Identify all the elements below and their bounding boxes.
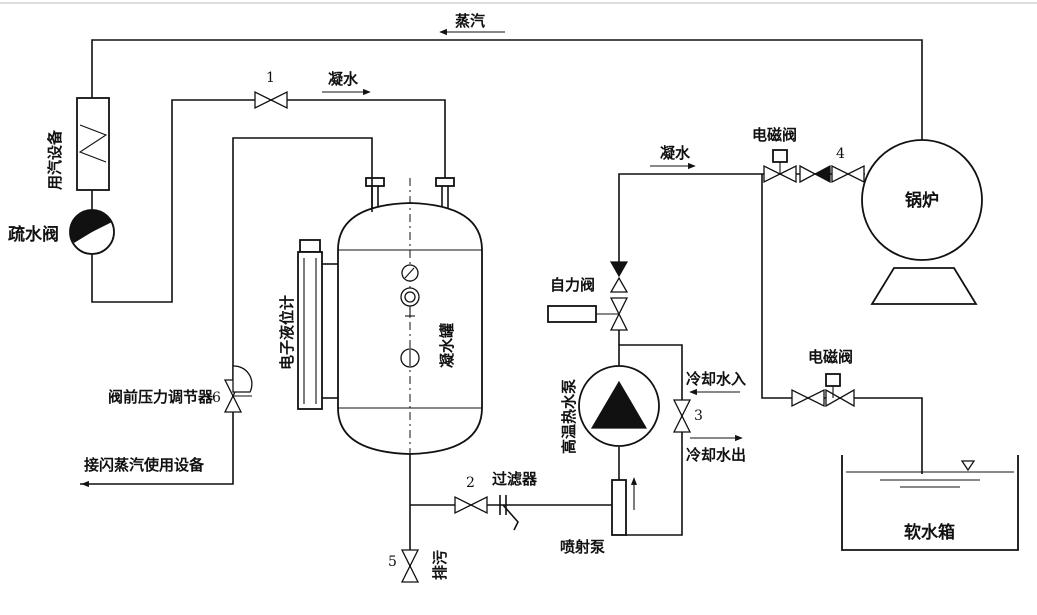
valve-2 [454,495,473,515]
steam-equipment: 用汽设备 [46,97,110,191]
boiler-feed-line: 电磁阀 4 [752,126,865,184]
jet-pump: 喷射泵 [560,477,638,556]
drain-valve: 疏水阀 [8,209,115,255]
hot-water-pump-label: 高温热水泵 [560,379,578,454]
solenoid-valve-bottom-label: 电磁阀 [808,348,853,366]
soft-water-line: 电磁阀 [761,174,923,474]
level-gauge-cap [299,239,321,253]
filter-label: 过滤器 [492,470,538,488]
cooling-out-label: 冷却水出 [686,446,746,464]
steam-line: 蒸汽 [91,12,923,145]
valve-4 [831,164,850,184]
flash-steam-label: 接闪蒸汽使用设备 [84,456,205,474]
boiler: 锅炉 [861,139,983,305]
valve-1-number: 1 [266,70,275,86]
self-operated-valve-actuator [547,305,597,323]
condensate-tank: 凝水罐 [337,177,483,480]
heat-exchanger-coil [78,124,108,163]
self-operated-valve-label: 自力阀 [550,276,595,294]
valve-3-number: 3 [694,408,703,424]
steam-equipment-label: 用汽设备 [46,129,64,190]
cooling-loop: 3 冷却水入 冷却水出 [618,344,746,536]
valve-6-number: 6 [212,390,221,406]
pump-suction-line: 2 过滤器 [410,470,612,531]
level-gauge: 电子液位计 [278,239,338,410]
condensate-top-label: 凝水 [328,70,359,88]
valve-2-number: 2 [466,475,475,491]
pump-triangle [590,380,648,429]
level-gauge-label: 电子液位计 [278,295,296,370]
pump-discharge-line: 自力阀 凝水 [547,144,762,345]
boiler-stand [870,267,978,305]
valve-4-number: 4 [836,146,845,162]
boiler-label: 锅炉 [905,190,939,211]
self-operated-valve [609,297,629,316]
hot-water-pump: 高温热水泵 [560,365,660,480]
condensate-tank-label: 凝水罐 [438,323,456,368]
soft-water-tank: 软水箱 [841,455,1019,551]
jet-pump-label: 喷射泵 [560,538,605,556]
solenoid-valve-bottom [791,388,810,408]
water-level-marker [960,460,976,472]
cooling-in-label: 冷却水入 [686,370,746,388]
valve-5 [400,549,420,568]
steam-label: 蒸汽 [455,12,485,30]
pressure-regulator-label: 阀前压力调节器 [108,388,214,406]
flash-steam-line: 接闪蒸汽使用设备 [80,137,373,488]
tank-bottom-line: 5 排污 [388,454,449,583]
drain-valve-label: 疏水阀 [8,224,59,245]
jet-pump-body [611,479,627,536]
valve-6-pressure-regulator: 6 阀前压力调节器 [108,365,253,413]
solenoid-valve-top-label: 电磁阀 [752,126,797,144]
valve-1: 1 [254,70,288,110]
valve-5-number: 5 [388,554,397,570]
condensate-return-line: 凝水 [91,70,446,303]
blowdown-label: 排污 [431,550,449,580]
condensate-right-label: 凝水 [660,144,691,162]
solenoid-valve-top [763,164,782,184]
boiler-drum [861,139,983,261]
level-gauge-body [297,251,323,410]
check-valve [609,261,629,278]
valve-3 [672,399,692,418]
soft-water-tank-label: 软水箱 [904,522,955,543]
